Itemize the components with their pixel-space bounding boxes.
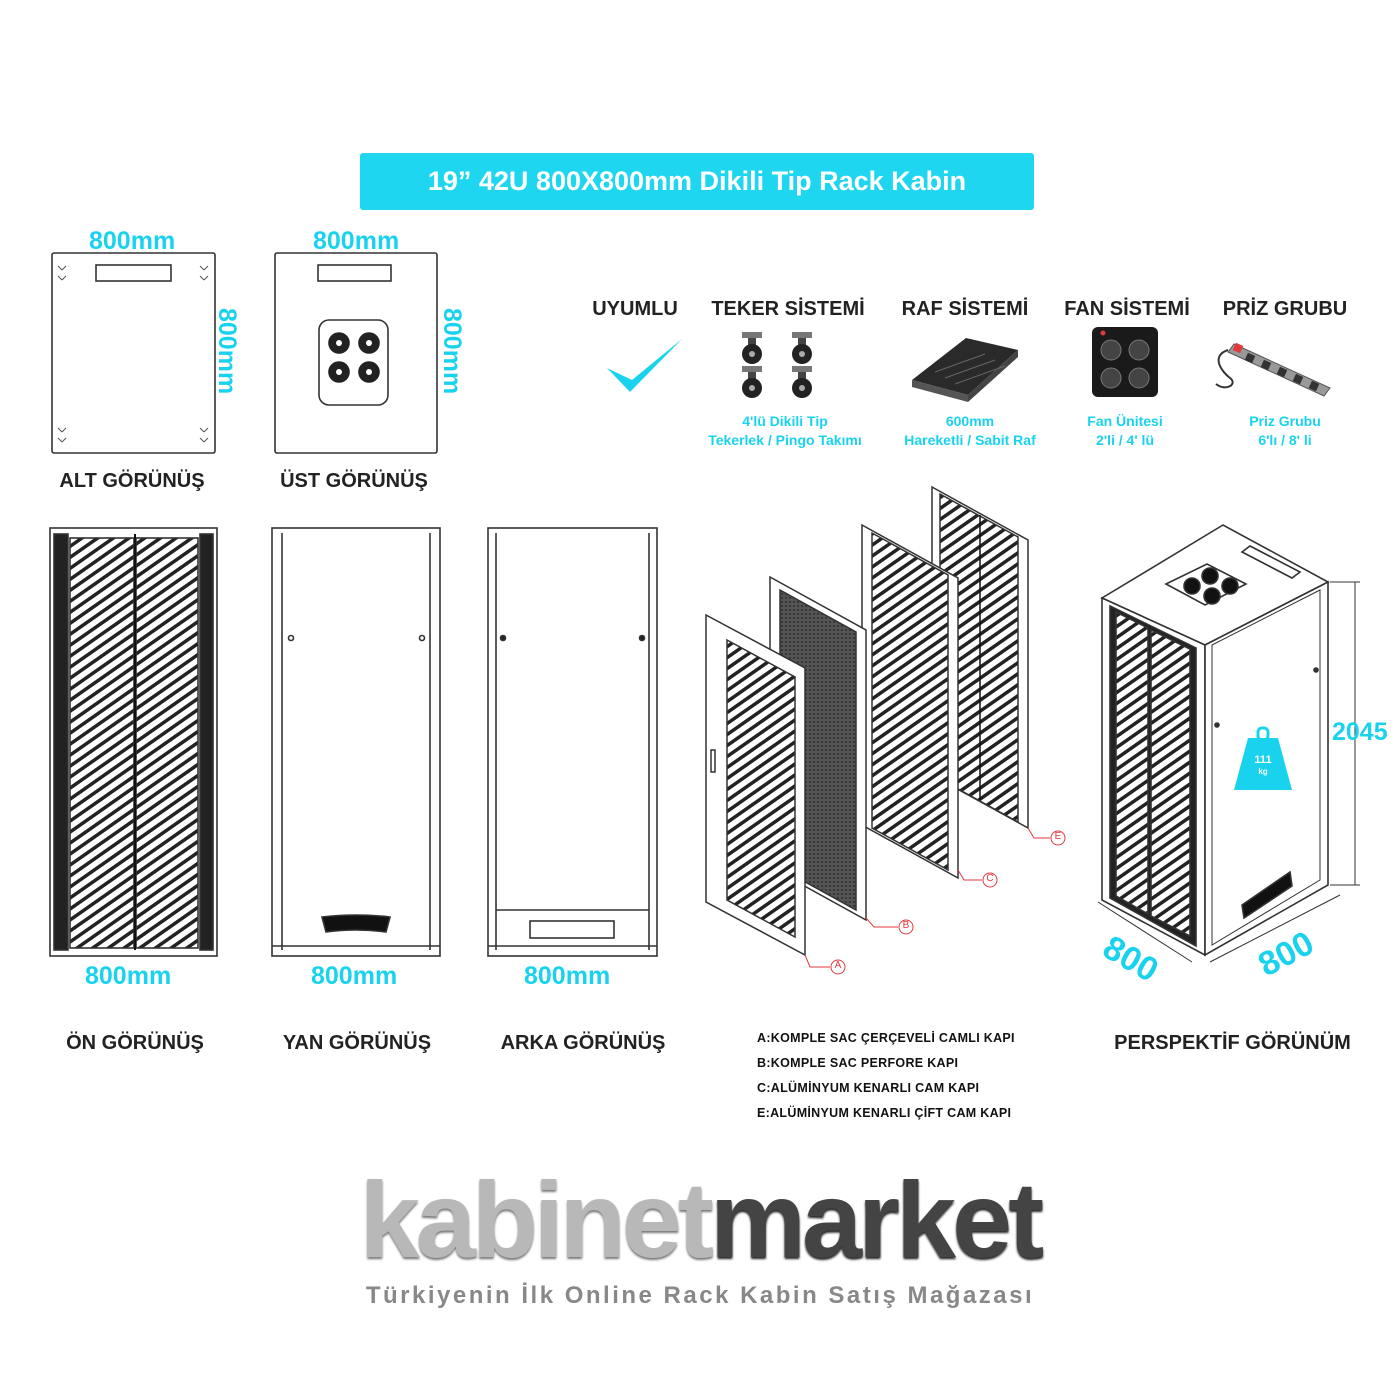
door-marker-a: A xyxy=(834,960,842,971)
weight-label: 111 kg xyxy=(1248,755,1278,777)
perspective-view-label: PERSPEKTİF GÖRÜNÜM xyxy=(1114,1032,1351,1054)
shelf-icon xyxy=(912,338,1018,402)
power-strip-title: PRİZ GRUBU xyxy=(1222,298,1348,320)
legend-item-c: C:ALÜMİNYUM KENARLI CAM KAPI xyxy=(757,1081,980,1095)
weight-icon xyxy=(1234,726,1292,790)
side-view-width: 800mm xyxy=(311,962,398,990)
bottom-view-width: 800mm xyxy=(89,227,176,255)
perspective-cabinet-drawing xyxy=(1100,524,1330,957)
wheel-system-desc: 4'lü Dikili Tip Tekerlek / Pingo Takımı xyxy=(690,412,880,450)
brand-tagline: Türkiyenin İlk Online Rack Kabin Satış M… xyxy=(365,1282,1035,1309)
caster-wheel-icon xyxy=(742,332,812,398)
dimension-lines xyxy=(1097,581,1360,963)
back-view-width: 800mm xyxy=(524,962,611,990)
bottom-view-depth: 800mm xyxy=(213,308,241,395)
shelf-system-desc: 600mm Hareketli / Sabit Raf xyxy=(885,412,1055,450)
legend-item-e: E:ALÜMİNYUM KENARLI ÇİFT CAM KAPI xyxy=(757,1106,1012,1120)
front-view-drawing xyxy=(49,527,218,957)
top-view-drawing xyxy=(274,252,438,454)
shelf-desc-line1: 600mm xyxy=(945,413,995,429)
fan-system-desc: Fan Ünitesi 2'li / 4' lü xyxy=(1060,412,1190,450)
door-marker-e: E xyxy=(1054,831,1062,842)
side-view-drawing xyxy=(271,527,441,957)
top-view-label: ÜST GÖRÜNÜŞ xyxy=(280,470,428,492)
fan-system-title: FAN SİSTEMİ xyxy=(1064,298,1190,320)
legend-item-a: A:KOMPLE SAC ÇERÇEVELİ CAMLI KAPI xyxy=(757,1031,1015,1045)
brand-logo: kabinetmarket xyxy=(330,1160,1070,1280)
power-strip-desc: Priz Grubu 6'lı / 8' li xyxy=(1225,412,1345,450)
side-view-label: YAN GÖRÜNÜŞ xyxy=(282,1032,432,1054)
front-view-label: ÖN GÖRÜNÜŞ xyxy=(66,1032,204,1054)
fan-unit-icon xyxy=(1092,327,1158,397)
front-view-width: 800mm xyxy=(85,962,172,990)
bottom-view-drawing xyxy=(51,252,216,454)
brand-part-1: kabinet xyxy=(359,1159,714,1280)
back-view-drawing xyxy=(487,527,658,957)
weight-unit: kg xyxy=(1258,767,1268,776)
top-view-width: 800mm xyxy=(313,227,400,255)
wheel-desc-line2: Tekerlek / Pingo Takımı xyxy=(708,432,862,448)
perspective-height: 2045 xyxy=(1332,718,1388,746)
door-marker-b: B xyxy=(902,920,910,931)
title-banner: 19” 42U 800X800mm Dikili Tip Rack Kabin xyxy=(360,153,1034,210)
power-desc-line1: Priz Grubu xyxy=(1249,413,1321,429)
back-view-label: ARKA GÖRÜNÜŞ xyxy=(500,1032,666,1054)
power-desc-line2: 6'lı / 8' li xyxy=(1258,432,1312,448)
fan-desc-line2: 2'li / 4' lü xyxy=(1095,432,1154,448)
compatible-title: UYUMLU xyxy=(592,298,678,320)
legend-item-b: B:KOMPLE SAC PERFORE KAPI xyxy=(757,1056,959,1070)
door-legend: A:KOMPLE SAC ÇERÇEVELİ CAMLI KAPI B:KOMP… xyxy=(757,1031,1015,1131)
shelf-desc-line2: Hareketli / Sabit Raf xyxy=(904,432,1036,448)
shelf-system-title: RAF SİSTEMİ xyxy=(901,298,1029,320)
fan-desc-line1: Fan Ünitesi xyxy=(1087,413,1163,429)
door-marker-leaders xyxy=(804,827,1066,975)
exploded-doors-drawing xyxy=(705,485,1029,957)
brand-part-2: market xyxy=(709,1159,1044,1280)
check-icon xyxy=(607,339,682,392)
page-title: 19” 42U 800X800mm Dikili Tip Rack Kabin xyxy=(427,166,967,196)
door-marker-c: C xyxy=(986,873,994,884)
wheel-system-title: TEKER SİSTEMİ xyxy=(711,298,865,320)
power-strip-icon xyxy=(1215,342,1331,397)
top-view-depth: 800mm xyxy=(438,308,466,395)
bottom-view-label: ALT GÖRÜNÜŞ xyxy=(59,470,205,492)
wheel-desc-line1: 4'lü Dikili Tip xyxy=(742,413,828,429)
weight-value: 111 xyxy=(1254,754,1272,766)
